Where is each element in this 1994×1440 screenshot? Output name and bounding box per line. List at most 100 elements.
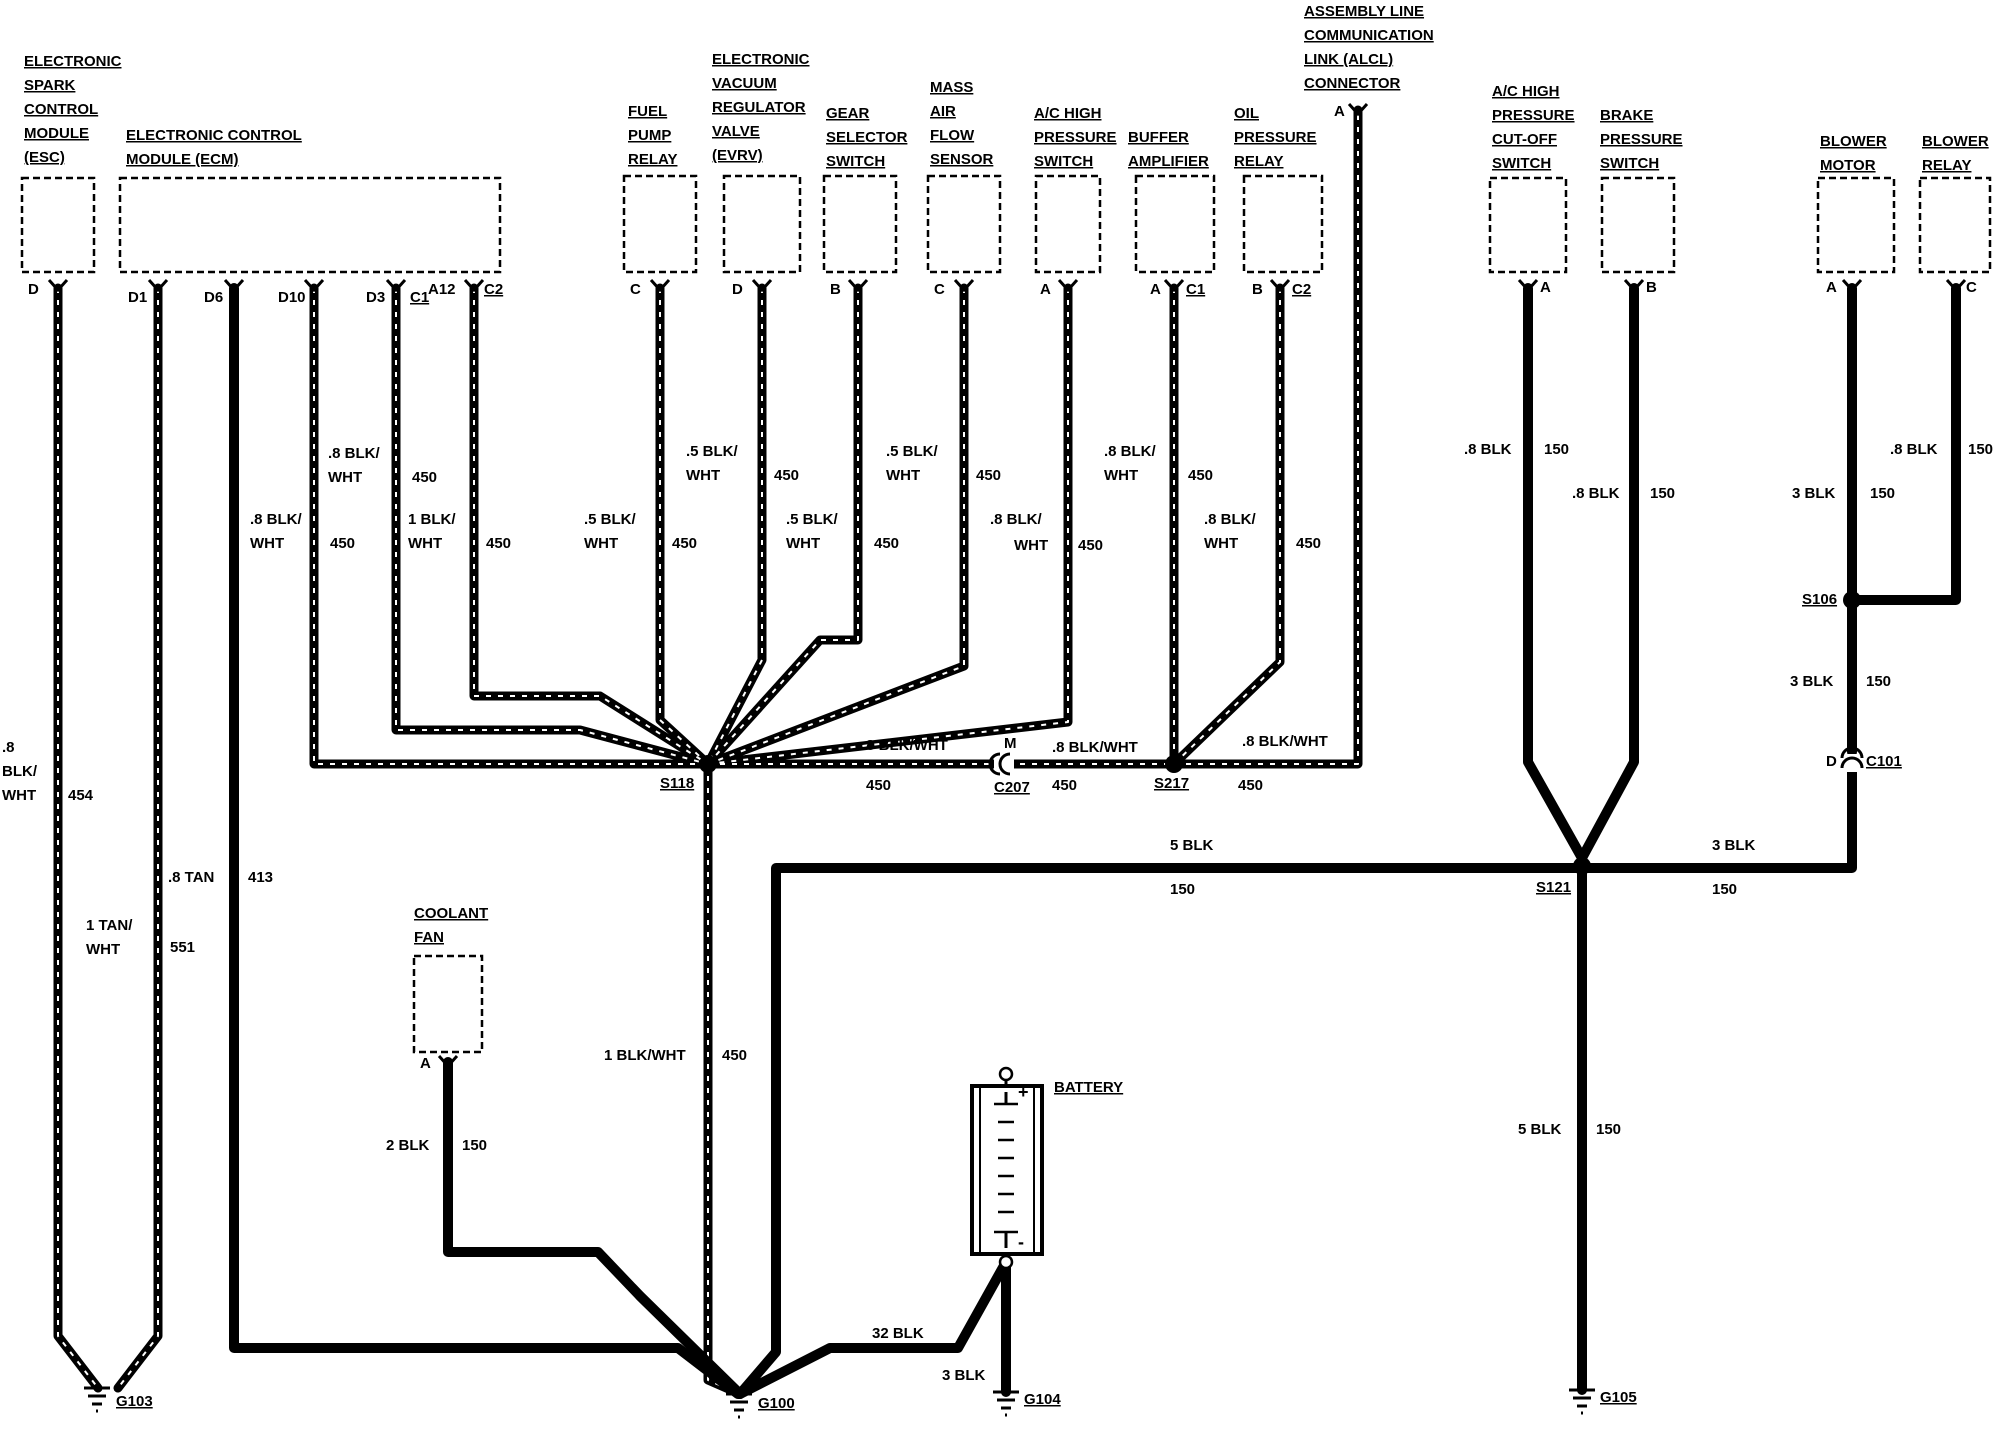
pin-ecm-a12: A12 xyxy=(428,281,456,298)
ac-cutoff-switch-title-line: A/C HIGH xyxy=(1492,83,1560,100)
splice-s121-dot xyxy=(1573,857,1591,875)
evrv-box xyxy=(722,174,802,274)
evrv-title-line: VACUUM xyxy=(712,75,777,92)
wire-stripe xyxy=(1173,288,1281,765)
wire-label: 150 xyxy=(1712,881,1737,898)
wire-label: 150 xyxy=(1866,673,1891,690)
wire-label: 450 xyxy=(1238,777,1263,794)
wire-label: 150 xyxy=(1170,881,1195,898)
alcl-title-line: COMMUNICATION xyxy=(1304,27,1434,44)
wire-label: WHT xyxy=(886,467,920,484)
connector-c101-label: C101 xyxy=(1866,753,1902,770)
blower-motor-title-line: BLOWER xyxy=(1820,133,1887,150)
pin-buffer-a: A xyxy=(1150,281,1161,298)
splice-s217-dot xyxy=(1165,755,1183,773)
pin-chevron xyxy=(1163,278,1185,293)
wire-ecm-d1-551 xyxy=(113,283,163,1393)
esc-title-line: MODULE xyxy=(24,125,89,142)
wire-label: 454 xyxy=(68,787,94,804)
wire-s118-g100 xyxy=(703,759,745,1399)
wire-label: .5 BLK/ xyxy=(686,443,739,460)
wire-label: 450 xyxy=(412,469,437,486)
wire-label: 5 BLK xyxy=(1518,1121,1562,1138)
wire-stripe xyxy=(473,288,709,765)
wire-label: WHT xyxy=(2,787,36,804)
wire-label: 1 BLK/WHT xyxy=(604,1047,686,1064)
wire-label: WHT xyxy=(86,941,120,958)
esc-title-line: ELECTRONIC xyxy=(24,53,122,70)
pin-ecm-c1: C1 xyxy=(410,289,429,306)
wire-label: 450 xyxy=(976,467,1001,484)
wire-label: WHT xyxy=(584,535,618,552)
esc-title-line: CONTROL xyxy=(24,101,98,118)
pin-chevron xyxy=(1347,102,1369,117)
ac-cutoff-switch-title-line: CUT-OFF xyxy=(1492,131,1557,148)
wire-stripe xyxy=(1174,110,1359,765)
connector-c207-label: C207 xyxy=(994,779,1030,796)
pin-chevron xyxy=(437,1054,459,1069)
wire-label: .8 BLK/ xyxy=(1204,511,1257,528)
wire-label: .8 BLK/ xyxy=(990,511,1043,528)
wire-label: 413 xyxy=(248,869,273,886)
wire-stripe xyxy=(395,288,709,765)
ground-g100-label: G100 xyxy=(758,1395,795,1412)
wire-label: WHT xyxy=(686,467,720,484)
wire-label: 3 BLK xyxy=(1712,837,1756,854)
oil-pressure-relay-box xyxy=(1242,174,1324,274)
wire-label: 5 BLK xyxy=(1170,837,1214,854)
wire-label: .8 BLK/WHT xyxy=(1052,739,1138,756)
wire-esc-454 xyxy=(53,283,103,1393)
wire-label: 450 xyxy=(1296,535,1321,552)
esc-title-line: (ESC) xyxy=(24,149,65,166)
wire-label: WHT xyxy=(1104,467,1138,484)
pin-brake: B xyxy=(1646,279,1657,296)
pin-ecm-d3: D3 xyxy=(366,289,385,306)
ac-high-pressure-switch-title-line: SWITCH xyxy=(1034,153,1093,170)
ground-g100-symbol xyxy=(726,1392,752,1419)
wire-label: 450 xyxy=(1078,537,1103,554)
wire-label: .8 TAN xyxy=(168,869,214,886)
fuel-pump-relay-box xyxy=(622,174,698,274)
battery-minus-label: - xyxy=(1018,1232,1024,1252)
wire-brake-switch xyxy=(1577,283,1639,863)
pin-coolant-fan: A xyxy=(420,1055,431,1072)
evrv-title-line: REGULATOR xyxy=(712,99,806,116)
evrv-title-line: (EVRV) xyxy=(712,147,763,164)
ground-g104-label: G104 xyxy=(1024,1391,1061,1408)
pin-ac-hp: A xyxy=(1040,281,1051,298)
wire-stripe xyxy=(117,288,159,1389)
oil-pressure-relay-title-line: OIL xyxy=(1234,105,1259,122)
pin-oil-c2: C2 xyxy=(1292,281,1311,298)
wire-label: 3 BLK xyxy=(1792,485,1836,502)
wire-label: .5 BLK/ xyxy=(786,511,839,528)
battery-symbol xyxy=(970,1066,1044,1270)
battery-plus-label: + xyxy=(1018,1082,1029,1102)
pin-evrv: D xyxy=(732,281,743,298)
ac-cutoff-switch-title-line: SWITCH xyxy=(1492,155,1551,172)
wire-stripe xyxy=(707,288,1069,765)
gear-selector-box xyxy=(822,174,898,274)
wire-gear-selector xyxy=(703,283,863,769)
brake-pressure-switch-title-line: BRAKE xyxy=(1600,107,1653,124)
maf-sensor-box xyxy=(926,174,1002,274)
wire-coolant-fan xyxy=(443,1057,745,1399)
wire-label: .8 xyxy=(2,739,15,756)
wire-label: BLK/ xyxy=(2,763,38,780)
wire-label: .8 BLK xyxy=(1890,441,1938,458)
wire-label: WHT xyxy=(786,535,820,552)
wire-battery-g100 xyxy=(735,1257,1011,1399)
battery-title-line: BATTERY xyxy=(1054,1079,1123,1096)
wire-fuel-pump-relay xyxy=(655,283,713,769)
blower-motor-box xyxy=(1816,176,1896,274)
wire-stripe xyxy=(659,288,709,765)
wire-label: 450 xyxy=(1188,467,1213,484)
oil-pressure-relay-title-line: PRESSURE xyxy=(1234,129,1317,146)
wire-stripe xyxy=(707,288,763,765)
wire-blower-relay xyxy=(1847,283,1961,605)
pin-oil-b: B xyxy=(1252,281,1263,298)
wire-label: .8 BLK/WHT xyxy=(862,737,948,754)
c207-connector-symbol xyxy=(988,752,1014,776)
ground-g104-symbol xyxy=(993,1390,1019,1417)
esc-box xyxy=(20,176,96,274)
